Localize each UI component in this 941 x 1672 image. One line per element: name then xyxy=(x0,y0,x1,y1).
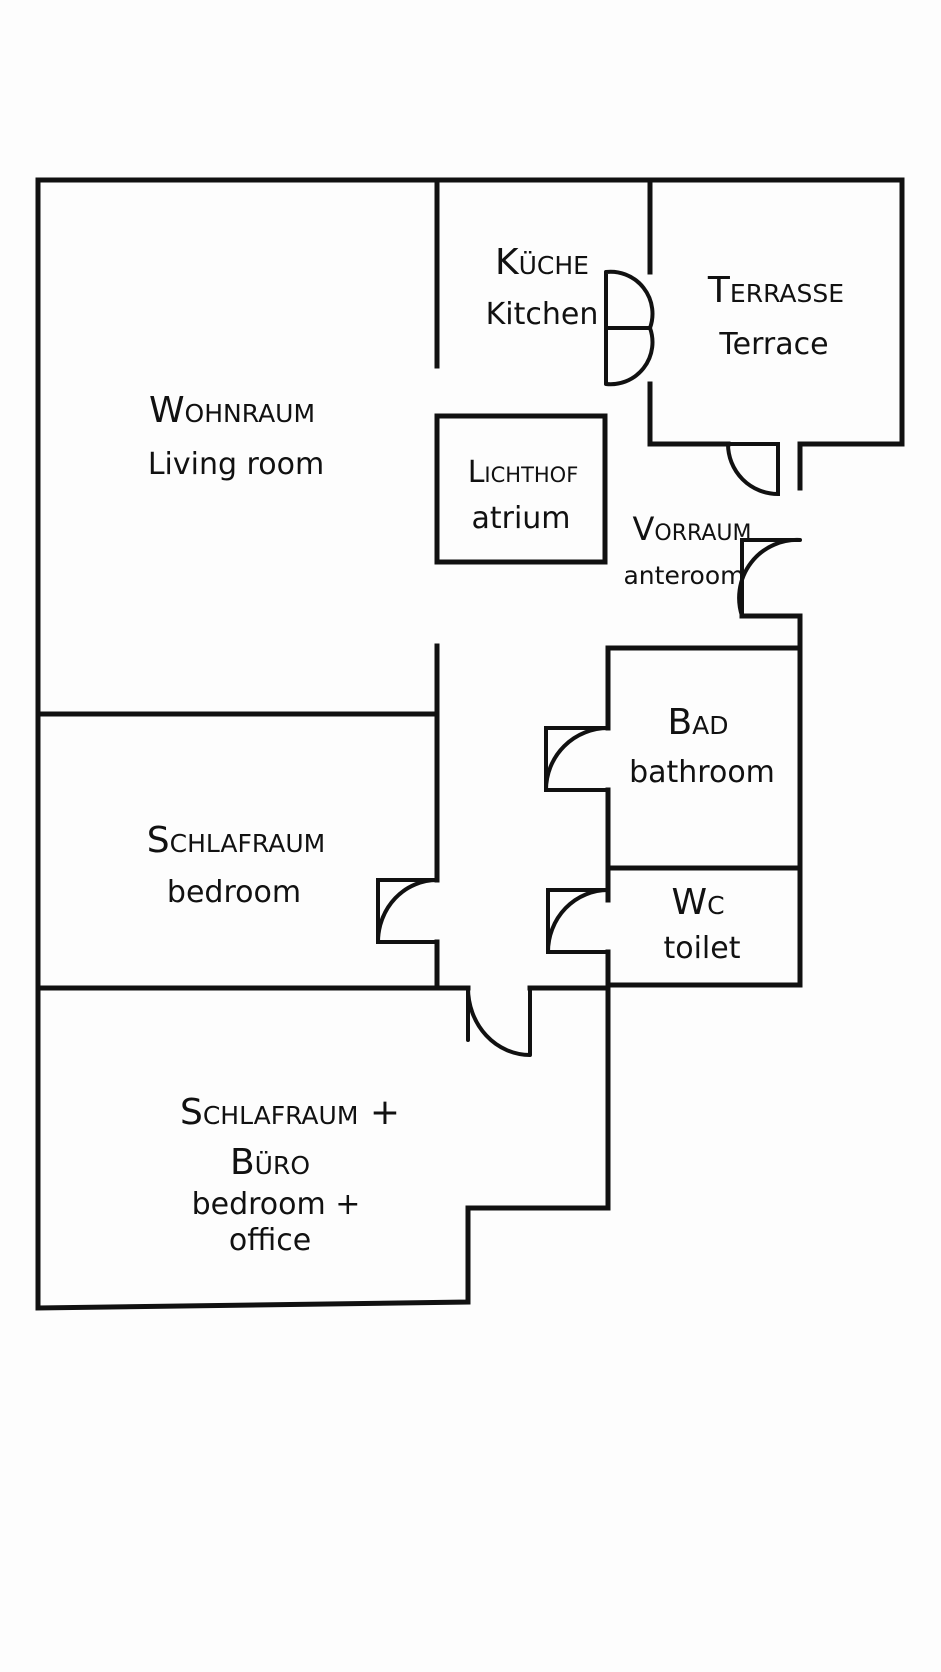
outer-wall-right-upper xyxy=(605,613,803,988)
vorraum-label: Vorraum xyxy=(632,510,751,548)
outer-walls xyxy=(35,177,905,1311)
room-labels: Wohnraum Living room Küche Kitchen Terra… xyxy=(147,242,844,1258)
bathroom-label: bathroom xyxy=(629,755,775,790)
wall-kitchen-terrace-lower xyxy=(647,381,731,447)
bedroom-office-label-line2: office xyxy=(229,1223,311,1258)
anteroom-label: anteroom xyxy=(623,561,744,590)
bedroom-label: bedroom xyxy=(167,875,301,910)
toilet-label: toilet xyxy=(663,931,740,966)
schlafraum-buero-label-line2: Büro xyxy=(230,1142,310,1183)
wc-label: Wc xyxy=(671,882,724,923)
doors xyxy=(376,269,802,1057)
schlafraum-buero-label-line1: Schlafraum + xyxy=(180,1092,400,1133)
outer-wall-left xyxy=(35,177,611,1311)
bedroom-office-label-line1: bedroom + xyxy=(192,1187,361,1222)
door-bathroom xyxy=(544,726,610,792)
door-office xyxy=(466,986,532,1057)
schlafraum-label: Schlafraum xyxy=(147,820,325,861)
bad-label: Bad xyxy=(667,702,728,743)
terrasse-label: Terrasse xyxy=(707,270,844,311)
atrium-label: atrium xyxy=(471,501,570,536)
door-wc xyxy=(546,888,610,954)
living-room-label: Living room xyxy=(148,447,324,482)
lichthof-label: Lichthof xyxy=(468,455,579,490)
kueche-label: Küche xyxy=(495,242,589,283)
wohnraum-label: Wohnraum xyxy=(149,390,315,431)
door-bedroom xyxy=(376,878,439,944)
terrace-label: Terrace xyxy=(718,327,828,362)
door-kitchen-terrace xyxy=(604,269,655,387)
kitchen-label: Kitchen xyxy=(486,297,599,332)
interior-walls xyxy=(35,177,803,991)
door-terrace-anteroom xyxy=(726,442,780,497)
door-entrance xyxy=(737,537,802,618)
outer-wall-top xyxy=(35,177,905,491)
atrium-walls xyxy=(434,413,608,565)
